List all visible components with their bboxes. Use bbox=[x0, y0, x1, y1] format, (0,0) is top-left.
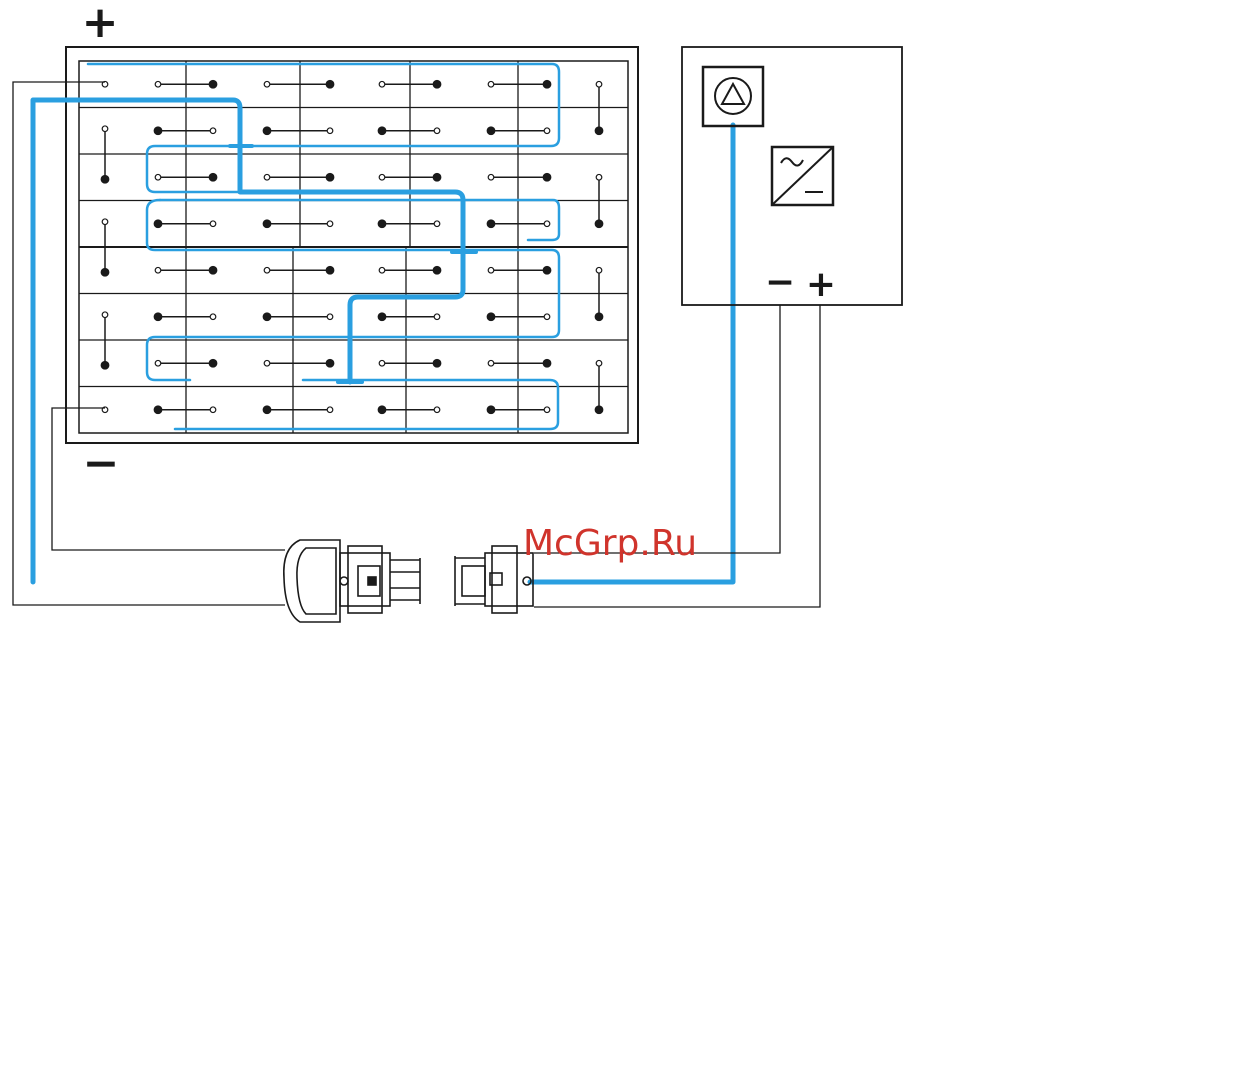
cell-terminal bbox=[488, 360, 494, 366]
plug-handle bbox=[284, 540, 340, 622]
cell-terminal bbox=[101, 175, 109, 183]
cell-terminal bbox=[379, 81, 385, 87]
cell-terminal bbox=[327, 128, 333, 134]
cell-terminal bbox=[596, 81, 602, 87]
cell-terminal bbox=[543, 173, 551, 181]
cell-terminal bbox=[434, 407, 440, 413]
cell-terminal bbox=[327, 221, 333, 227]
cell-terminal bbox=[210, 407, 216, 413]
cell-terminal bbox=[543, 359, 551, 367]
cell-terminal bbox=[487, 406, 495, 414]
cell-terminal bbox=[543, 266, 551, 274]
battery-side-plug bbox=[284, 540, 420, 622]
cell-terminal bbox=[379, 360, 385, 366]
cell-terminal bbox=[378, 406, 386, 414]
triangle-warning-icon bbox=[703, 67, 763, 126]
charger-side-plug bbox=[455, 546, 533, 613]
cell-terminal bbox=[378, 313, 386, 321]
cell-terminal bbox=[488, 174, 494, 180]
cell-terminal bbox=[155, 174, 161, 180]
cell-terminal bbox=[595, 313, 603, 321]
ac-dc-converter-icon bbox=[772, 147, 833, 205]
cell-terminal bbox=[487, 220, 495, 228]
main-feed-wire bbox=[33, 100, 463, 582]
cell-terminal bbox=[378, 127, 386, 135]
cell-terminal bbox=[154, 406, 162, 414]
cell-terminal bbox=[596, 267, 602, 273]
cell-grid bbox=[79, 61, 628, 433]
cell-terminal bbox=[595, 406, 603, 414]
cell-terminal bbox=[544, 128, 550, 134]
cell-terminal bbox=[263, 220, 271, 228]
cell-terminal bbox=[595, 127, 603, 135]
cell-terminal bbox=[263, 313, 271, 321]
battery-minus-sign: − bbox=[83, 438, 120, 489]
cell-terminal bbox=[102, 219, 108, 225]
cell-terminal bbox=[155, 360, 161, 366]
cell-terminal bbox=[434, 314, 440, 320]
cell-terminal bbox=[433, 266, 441, 274]
cell-terminal bbox=[433, 80, 441, 88]
cell-terminal bbox=[101, 268, 109, 276]
charger-minus-sign: − bbox=[765, 262, 795, 303]
cell-terminal bbox=[487, 313, 495, 321]
cell-terminal bbox=[102, 126, 108, 132]
cell-terminal bbox=[101, 361, 109, 369]
cell-terminal bbox=[209, 266, 217, 274]
charger-feed-wire bbox=[530, 125, 733, 582]
serpentine-row-2b bbox=[147, 200, 559, 380]
cell-terminal bbox=[102, 312, 108, 318]
cell-terminal bbox=[209, 173, 217, 181]
charger-unit: − + bbox=[682, 47, 902, 305]
cell-terminal bbox=[155, 81, 161, 87]
cell-terminal bbox=[327, 314, 333, 320]
cell-terminal bbox=[326, 80, 334, 88]
cell-terminal bbox=[210, 221, 216, 227]
cell-terminal bbox=[595, 220, 603, 228]
serpentine-row-2 bbox=[160, 200, 559, 240]
cell-terminal bbox=[264, 267, 270, 273]
cell-terminal bbox=[488, 267, 494, 273]
cell-terminal bbox=[434, 221, 440, 227]
cell-terminal bbox=[210, 128, 216, 134]
cell-terminal bbox=[544, 221, 550, 227]
cell-terminal bbox=[487, 127, 495, 135]
positive-return-wire bbox=[13, 82, 285, 605]
thin-wires bbox=[13, 82, 820, 607]
cell-terminal bbox=[378, 220, 386, 228]
cell-terminal bbox=[264, 174, 270, 180]
charger-minus-wire bbox=[534, 305, 780, 553]
cell-terminal bbox=[264, 81, 270, 87]
cell-terminal bbox=[543, 80, 551, 88]
cell-terminal bbox=[154, 220, 162, 228]
cell-terminal bbox=[263, 127, 271, 135]
cell-terminal bbox=[379, 174, 385, 180]
cell-terminal bbox=[154, 313, 162, 321]
cell-terminal bbox=[264, 360, 270, 366]
cell-terminal bbox=[434, 128, 440, 134]
battery-plus-sign: + bbox=[82, 0, 119, 48]
cell-terminal bbox=[209, 80, 217, 88]
cell-terminal bbox=[209, 359, 217, 367]
cell-terminal bbox=[263, 406, 271, 414]
cell-terminal bbox=[596, 174, 602, 180]
cell-terminal bbox=[596, 360, 602, 366]
cell-terminal bbox=[433, 173, 441, 181]
cell-terminal bbox=[488, 81, 494, 87]
cell-terminal bbox=[155, 267, 161, 273]
cell-terminal bbox=[433, 359, 441, 367]
cell-terminal bbox=[210, 314, 216, 320]
cell-terminal bbox=[544, 314, 550, 320]
cell-terminal bbox=[326, 266, 334, 274]
serpentine-row-3 bbox=[175, 380, 558, 429]
cell-terminal bbox=[326, 173, 334, 181]
cell-terminal bbox=[327, 407, 333, 413]
cell-terminal bbox=[544, 407, 550, 413]
cell-terminal bbox=[154, 127, 162, 135]
charger-plus-sign: + bbox=[806, 264, 836, 305]
cell-terminal bbox=[326, 359, 334, 367]
watermark-text: McGrp.Ru bbox=[523, 523, 697, 564]
cell-terminal bbox=[379, 267, 385, 273]
